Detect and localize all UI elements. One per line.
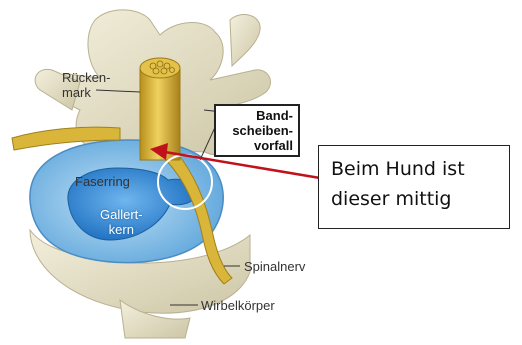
callout-box: Beim Hund ist dieser mittig	[318, 145, 510, 229]
label-spinal-cord: Rücken- mark	[62, 70, 110, 100]
label-herniation: Band- scheiben- vorfall	[214, 104, 300, 157]
label-nucleus: Gallert- kern	[100, 207, 143, 237]
label-vertebral-body: Wirbelkörper	[201, 298, 275, 313]
spinal-cord	[140, 58, 180, 160]
label-spinal-nerve: Spinalnerv	[244, 259, 305, 274]
label-annulus: Faserring	[75, 174, 130, 189]
